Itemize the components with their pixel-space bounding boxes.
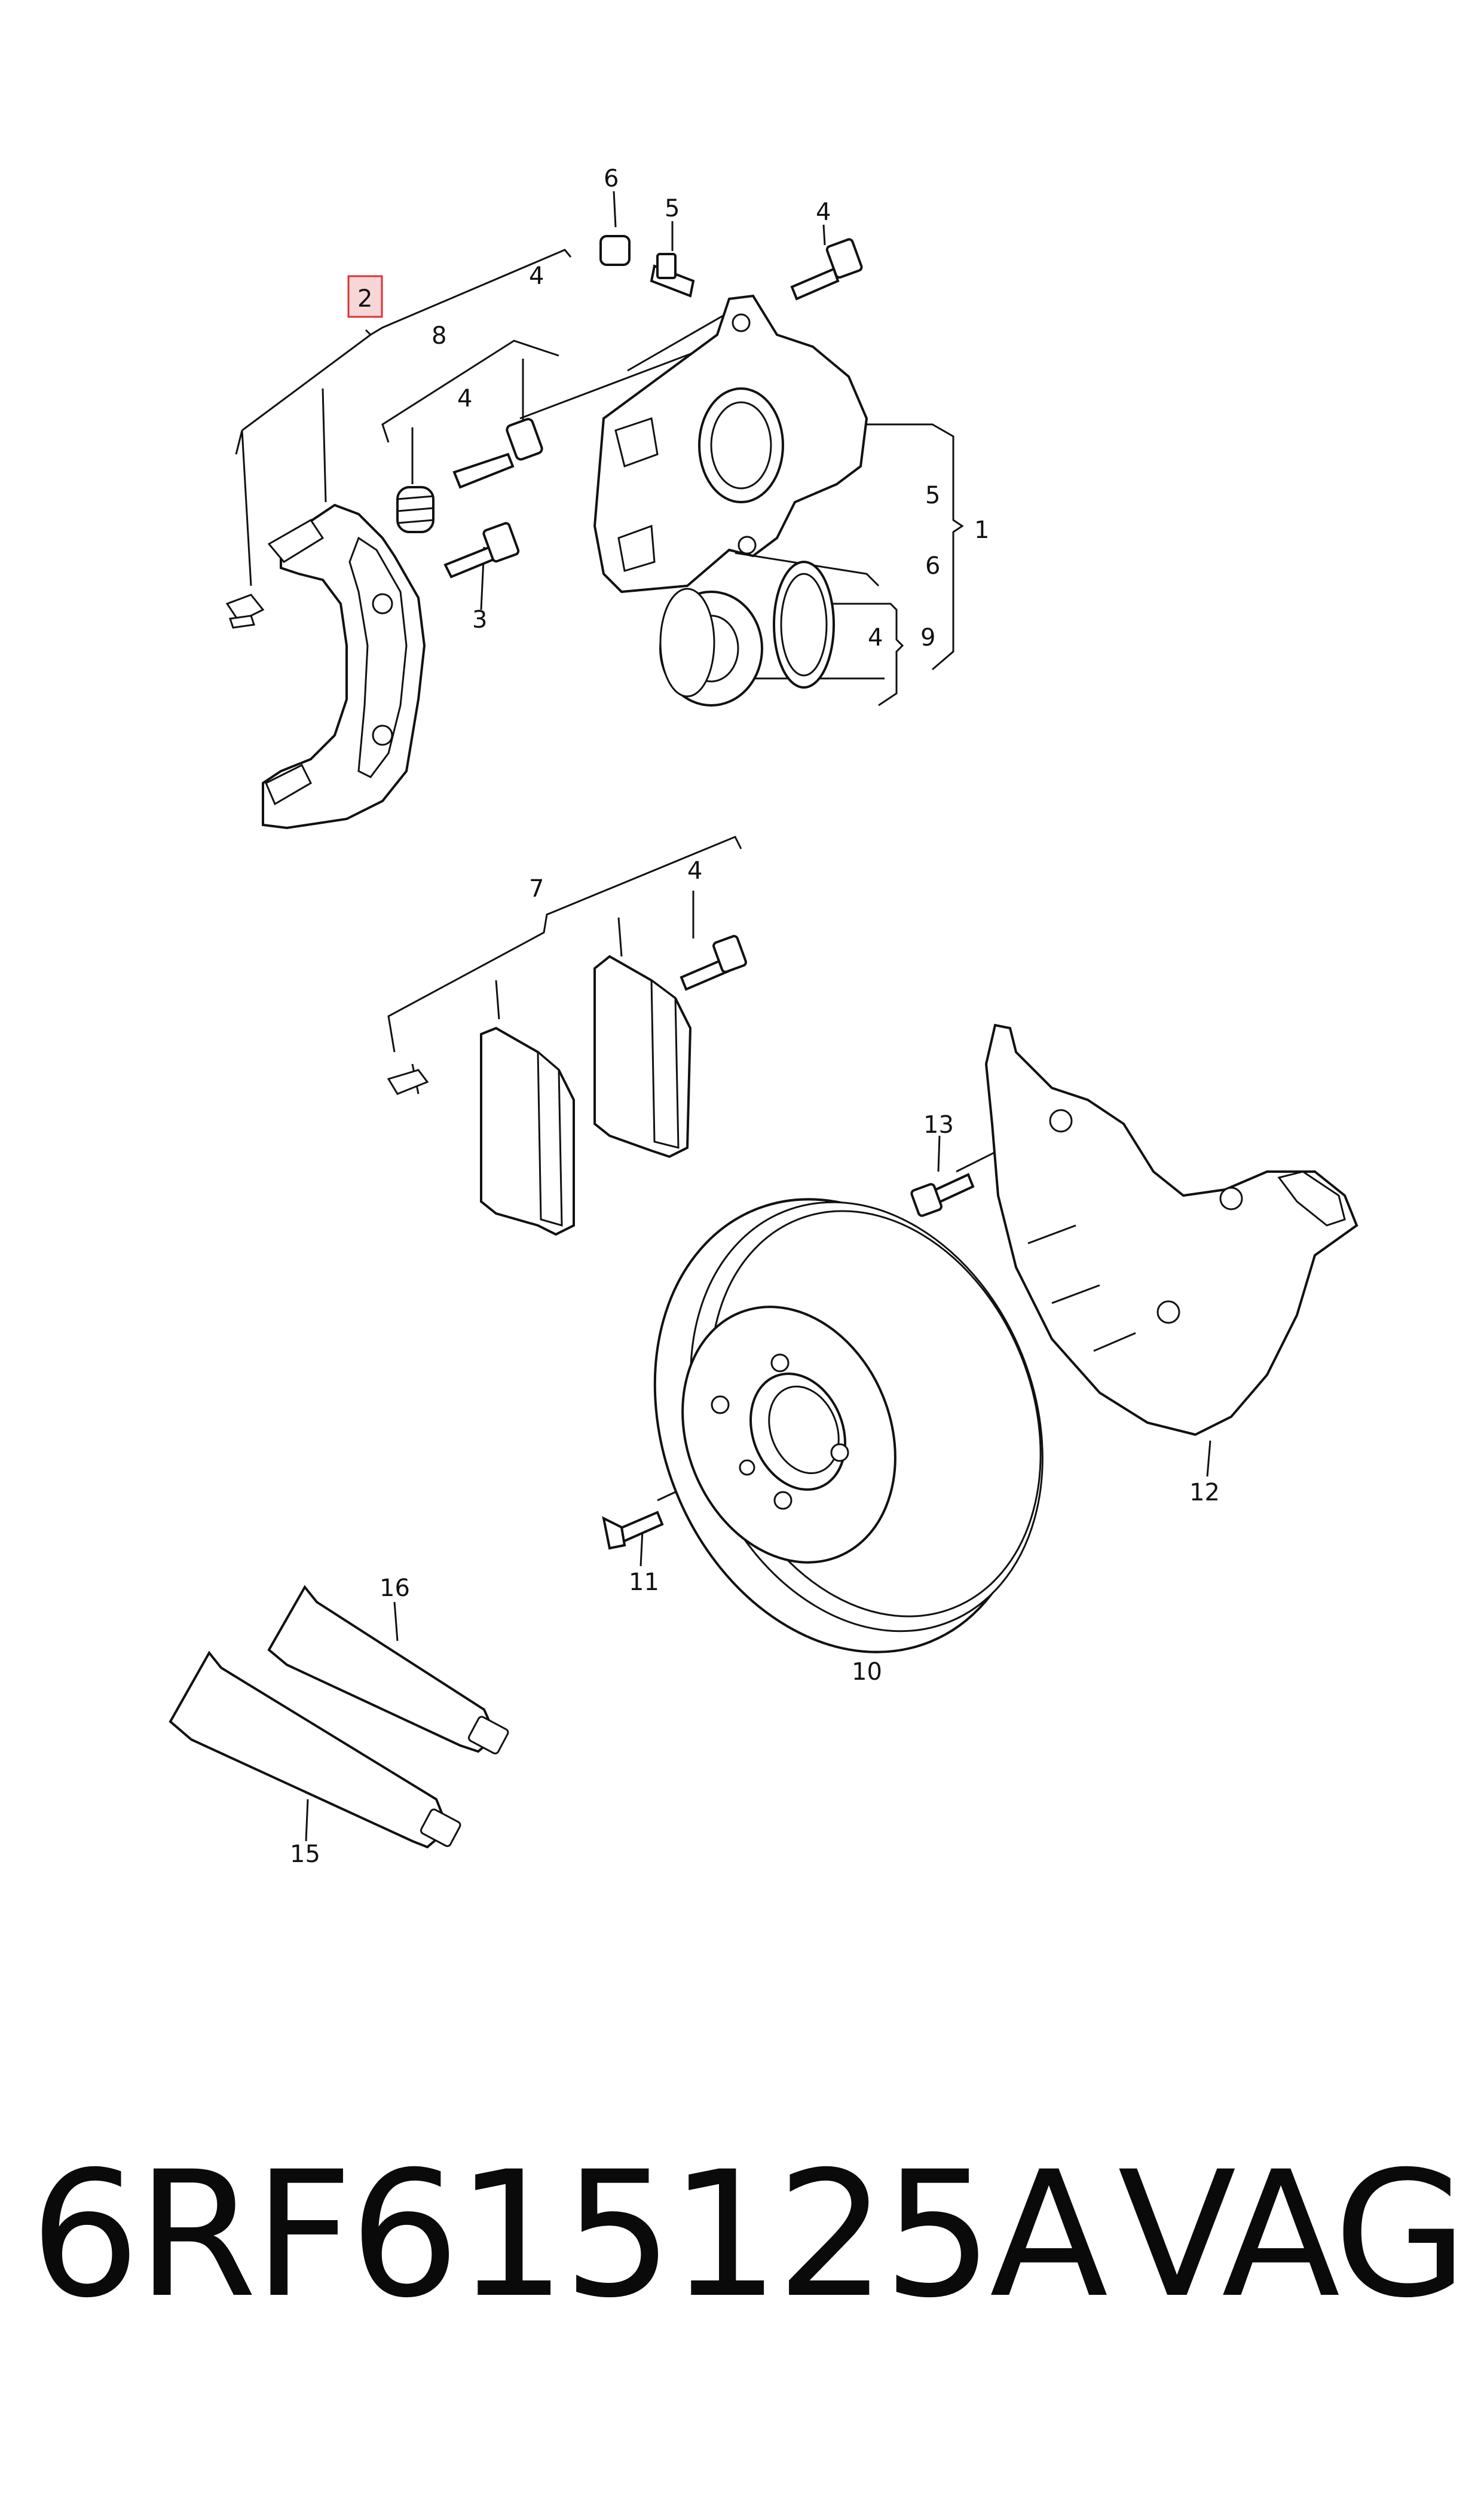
label-7: 7	[529, 875, 544, 903]
label-5-right: 5	[925, 482, 940, 509]
brake-assembly-diagram: 2 4 8 4 3 6 5 4 5 6 1 4 9 7 4 13 12 11 1…	[169, 165, 1358, 1868]
carrier-clip	[225, 594, 265, 629]
label-2[interactable]: 2	[357, 285, 372, 313]
dust-cap	[599, 235, 631, 266]
bolt-4-top	[790, 238, 863, 301]
label-1: 1	[974, 516, 989, 544]
pad-clip	[387, 1069, 429, 1095]
brake-pads	[480, 955, 692, 1236]
brand-name: VAG	[1118, 2135, 1468, 2336]
label-15: 15	[290, 1841, 320, 1868]
caliper-carrier	[262, 503, 426, 830]
label-4-pad: 4	[687, 857, 702, 885]
caption: 6RF615125A VAG	[30, 2110, 1468, 2361]
label-4-bracket: 4	[457, 385, 472, 412]
label-9: 9	[920, 624, 935, 652]
label-8: 8	[432, 322, 446, 350]
grease-tube-15	[169, 1650, 461, 1849]
callout-labels: 2 4 8 4 3 6 5 4 5 6 1 4 9 7 4 13 12 11 1…	[290, 165, 1220, 1868]
label-5-top: 5	[665, 195, 680, 222]
leader-lines	[235, 191, 1211, 1842]
guide-pin	[452, 418, 543, 489]
guide-spring	[396, 486, 435, 533]
brake-caliper	[593, 294, 868, 594]
label-4-right: 4	[868, 624, 883, 652]
piston-boot	[659, 588, 763, 707]
label-4-caliper-top: 4	[529, 262, 544, 290]
label-11: 11	[629, 1569, 659, 1596]
seal-ring	[773, 561, 835, 689]
brake-disc	[653, 1198, 1044, 1653]
label-3: 3	[472, 606, 487, 634]
label-10: 10	[852, 1658, 882, 1686]
highlight-box-2	[347, 275, 383, 318]
label-12: 12	[1189, 1479, 1220, 1506]
screw-11	[602, 1511, 664, 1550]
bolt-13	[910, 1173, 975, 1217]
bleed-screw	[650, 253, 695, 298]
label-4-top: 4	[816, 198, 831, 226]
splash-shield	[984, 1023, 1358, 1436]
label-13: 13	[923, 1111, 954, 1139]
label-16: 16	[380, 1575, 410, 1602]
part-number: 6RF615125A	[30, 2135, 1108, 2336]
bolt-3	[443, 522, 520, 579]
grease-tube-16	[267, 1585, 509, 1754]
bolt-4-pad	[680, 935, 747, 991]
label-6-top: 6	[604, 165, 619, 192]
label-6-right: 6	[925, 552, 940, 580]
